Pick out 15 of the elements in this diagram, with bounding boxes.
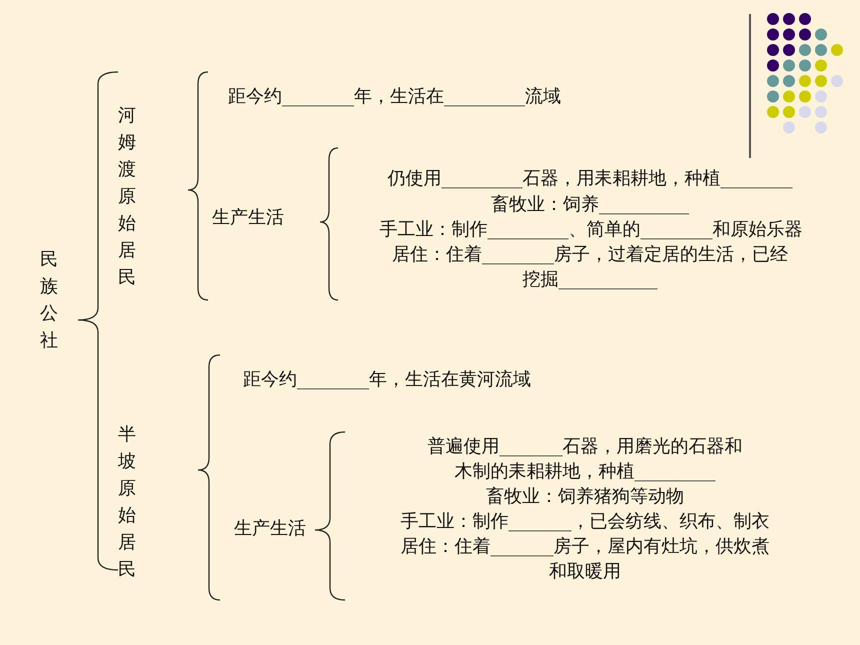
label-text: 畜牧业：饲养__________ <box>491 193 689 217</box>
label-text: 畜牧业：饲养猪狗等动物 <box>486 485 684 509</box>
vertical-heading: 河姆渡原始居民 <box>118 104 136 290</box>
label-text: 居住：住着_______房子，屋内有灶坑，供炊煮和取暖用 <box>400 535 770 584</box>
label-text: 距今约________年，生活在黄河流域 <box>243 368 531 392</box>
label-text: 距今约________年，生活在_________流域 <box>228 85 561 109</box>
label-text: 普遍使用_______石器，用磨光的石器和木制的耒耜耕地，种植_________ <box>426 435 744 484</box>
label-text: 居住：住着________房子，过着定居的生活，已经挖掘___________ <box>391 243 789 292</box>
label-text: 手工业：制作_______，已会纺线、织布、制衣 <box>400 510 770 534</box>
label-text: 仍使用_________石器，用耒耜耕地，种植________ <box>388 167 792 191</box>
vertical-heading: 民族公社 <box>40 248 58 353</box>
label-text: 手工业：制作_________、简单的________和原始乐器 <box>380 218 802 242</box>
label-text: 生产生活 <box>212 206 284 230</box>
vertical-heading: 半坡原始居民 <box>118 423 136 582</box>
label-text: 生产生活 <box>234 517 306 541</box>
